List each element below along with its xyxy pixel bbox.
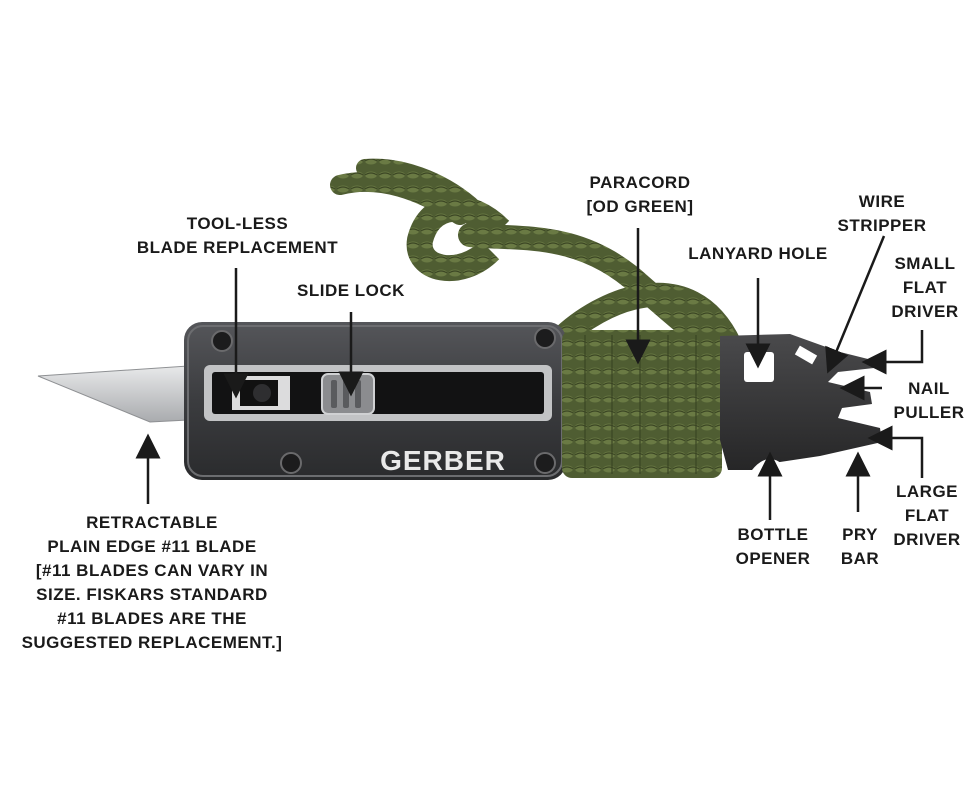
label-bottle-opener: BOTTLE OPENER [735, 525, 811, 568]
label-retractable-blade: RETRACTABLE PLAIN EDGE #11 BLADE [#11 BL… [21, 513, 283, 652]
label-paracord: PARACORD [OD GREEN] [586, 173, 694, 216]
label-nail-puller: NAIL PULLER [893, 379, 965, 422]
paracord-wrap [562, 330, 722, 478]
label-pry-bar: PRY BAR [840, 525, 880, 568]
label-slide-lock: SLIDE LOCK [297, 281, 405, 300]
label-small-flat-driver: SMALL FLAT DRIVER [891, 254, 959, 321]
label-large-flat-driver: LARGE FLAT DRIVER [893, 482, 961, 549]
label-tool-less-blade-replacement: TOOL-LESS BLADE REPLACEMENT [136, 214, 339, 257]
callout-arrows [135, 228, 924, 520]
blade [37, 365, 189, 423]
lanyard-hole [744, 352, 774, 382]
brand-logo: GERBER [380, 445, 506, 476]
label-lanyard-hole: LANYARD HOLE [688, 244, 828, 263]
screw [211, 327, 556, 474]
slide-lock-button[interactable] [321, 373, 375, 415]
label-wire-stripper: WIRE STRIPPER [837, 192, 927, 235]
